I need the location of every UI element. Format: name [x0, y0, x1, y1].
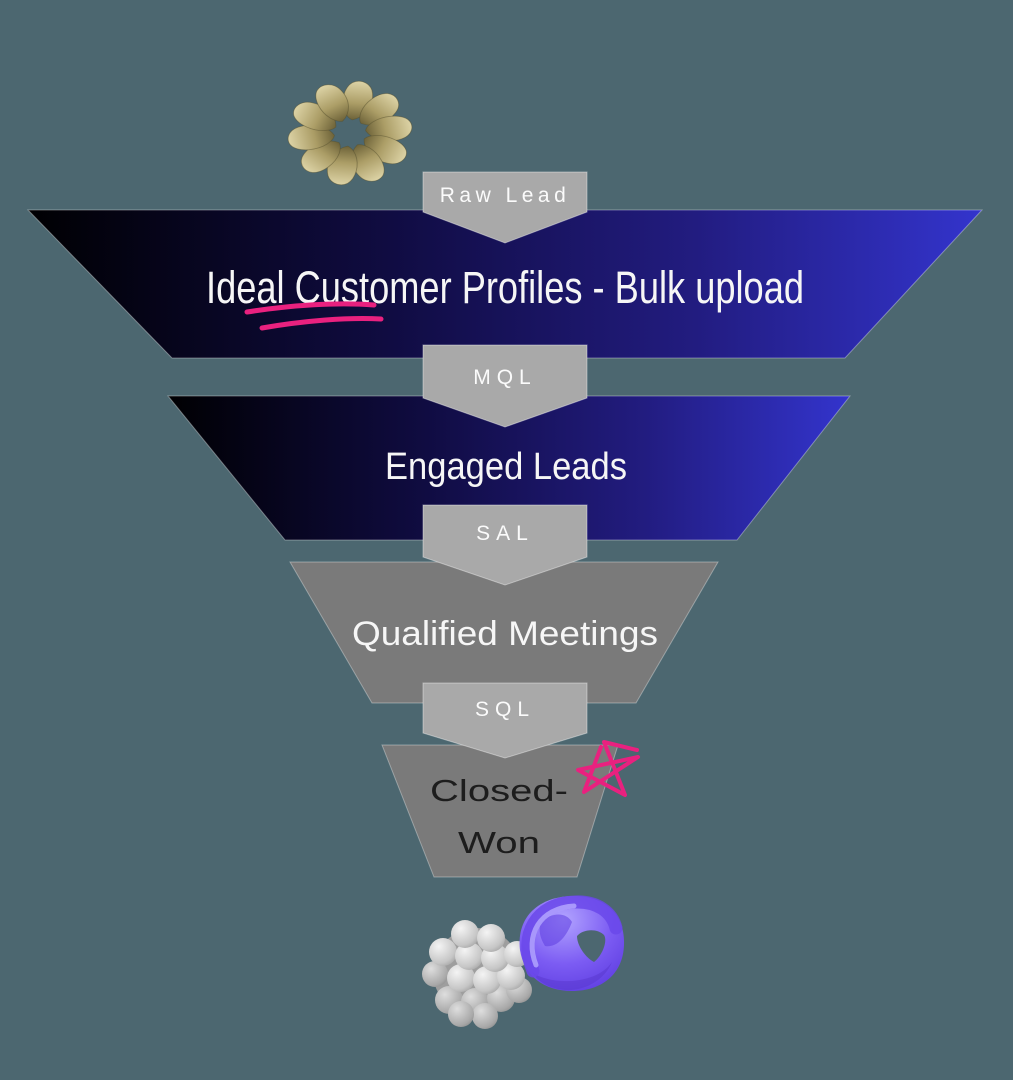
funnel-stage-2-label: Engaged Leads	[385, 446, 627, 488]
connector-mql-shape	[422, 344, 588, 428]
pink-star-scribble	[576, 740, 640, 797]
purple-torus-knot-icon	[519, 895, 625, 991]
connector-sal-shape	[422, 504, 588, 586]
funnel-stage-2-shape	[166, 395, 852, 541]
pink-double-underline-scribble	[244, 301, 384, 331]
funnel-stage-3-shape	[289, 561, 719, 704]
connector-sal-label: SAL	[476, 522, 534, 545]
connector-sql-label: SQL	[475, 698, 535, 721]
connector-raw-lead-label: Raw Lead	[440, 184, 571, 207]
connector-mql-label: MQL	[473, 366, 537, 389]
funnel-stage-1-shape	[26, 209, 984, 359]
connector-sql-shape	[422, 682, 588, 759]
gray-bumpy-sphere-icon	[422, 920, 532, 1029]
funnel-stage-3-label: Qualified Meetings	[352, 615, 658, 653]
connector-raw-lead-shape	[422, 171, 588, 244]
funnel-stage-4-label-line2: Won	[458, 825, 540, 860]
funnel-stage-4-label-line1: Closed-	[430, 773, 568, 808]
torus-hole	[577, 930, 606, 962]
